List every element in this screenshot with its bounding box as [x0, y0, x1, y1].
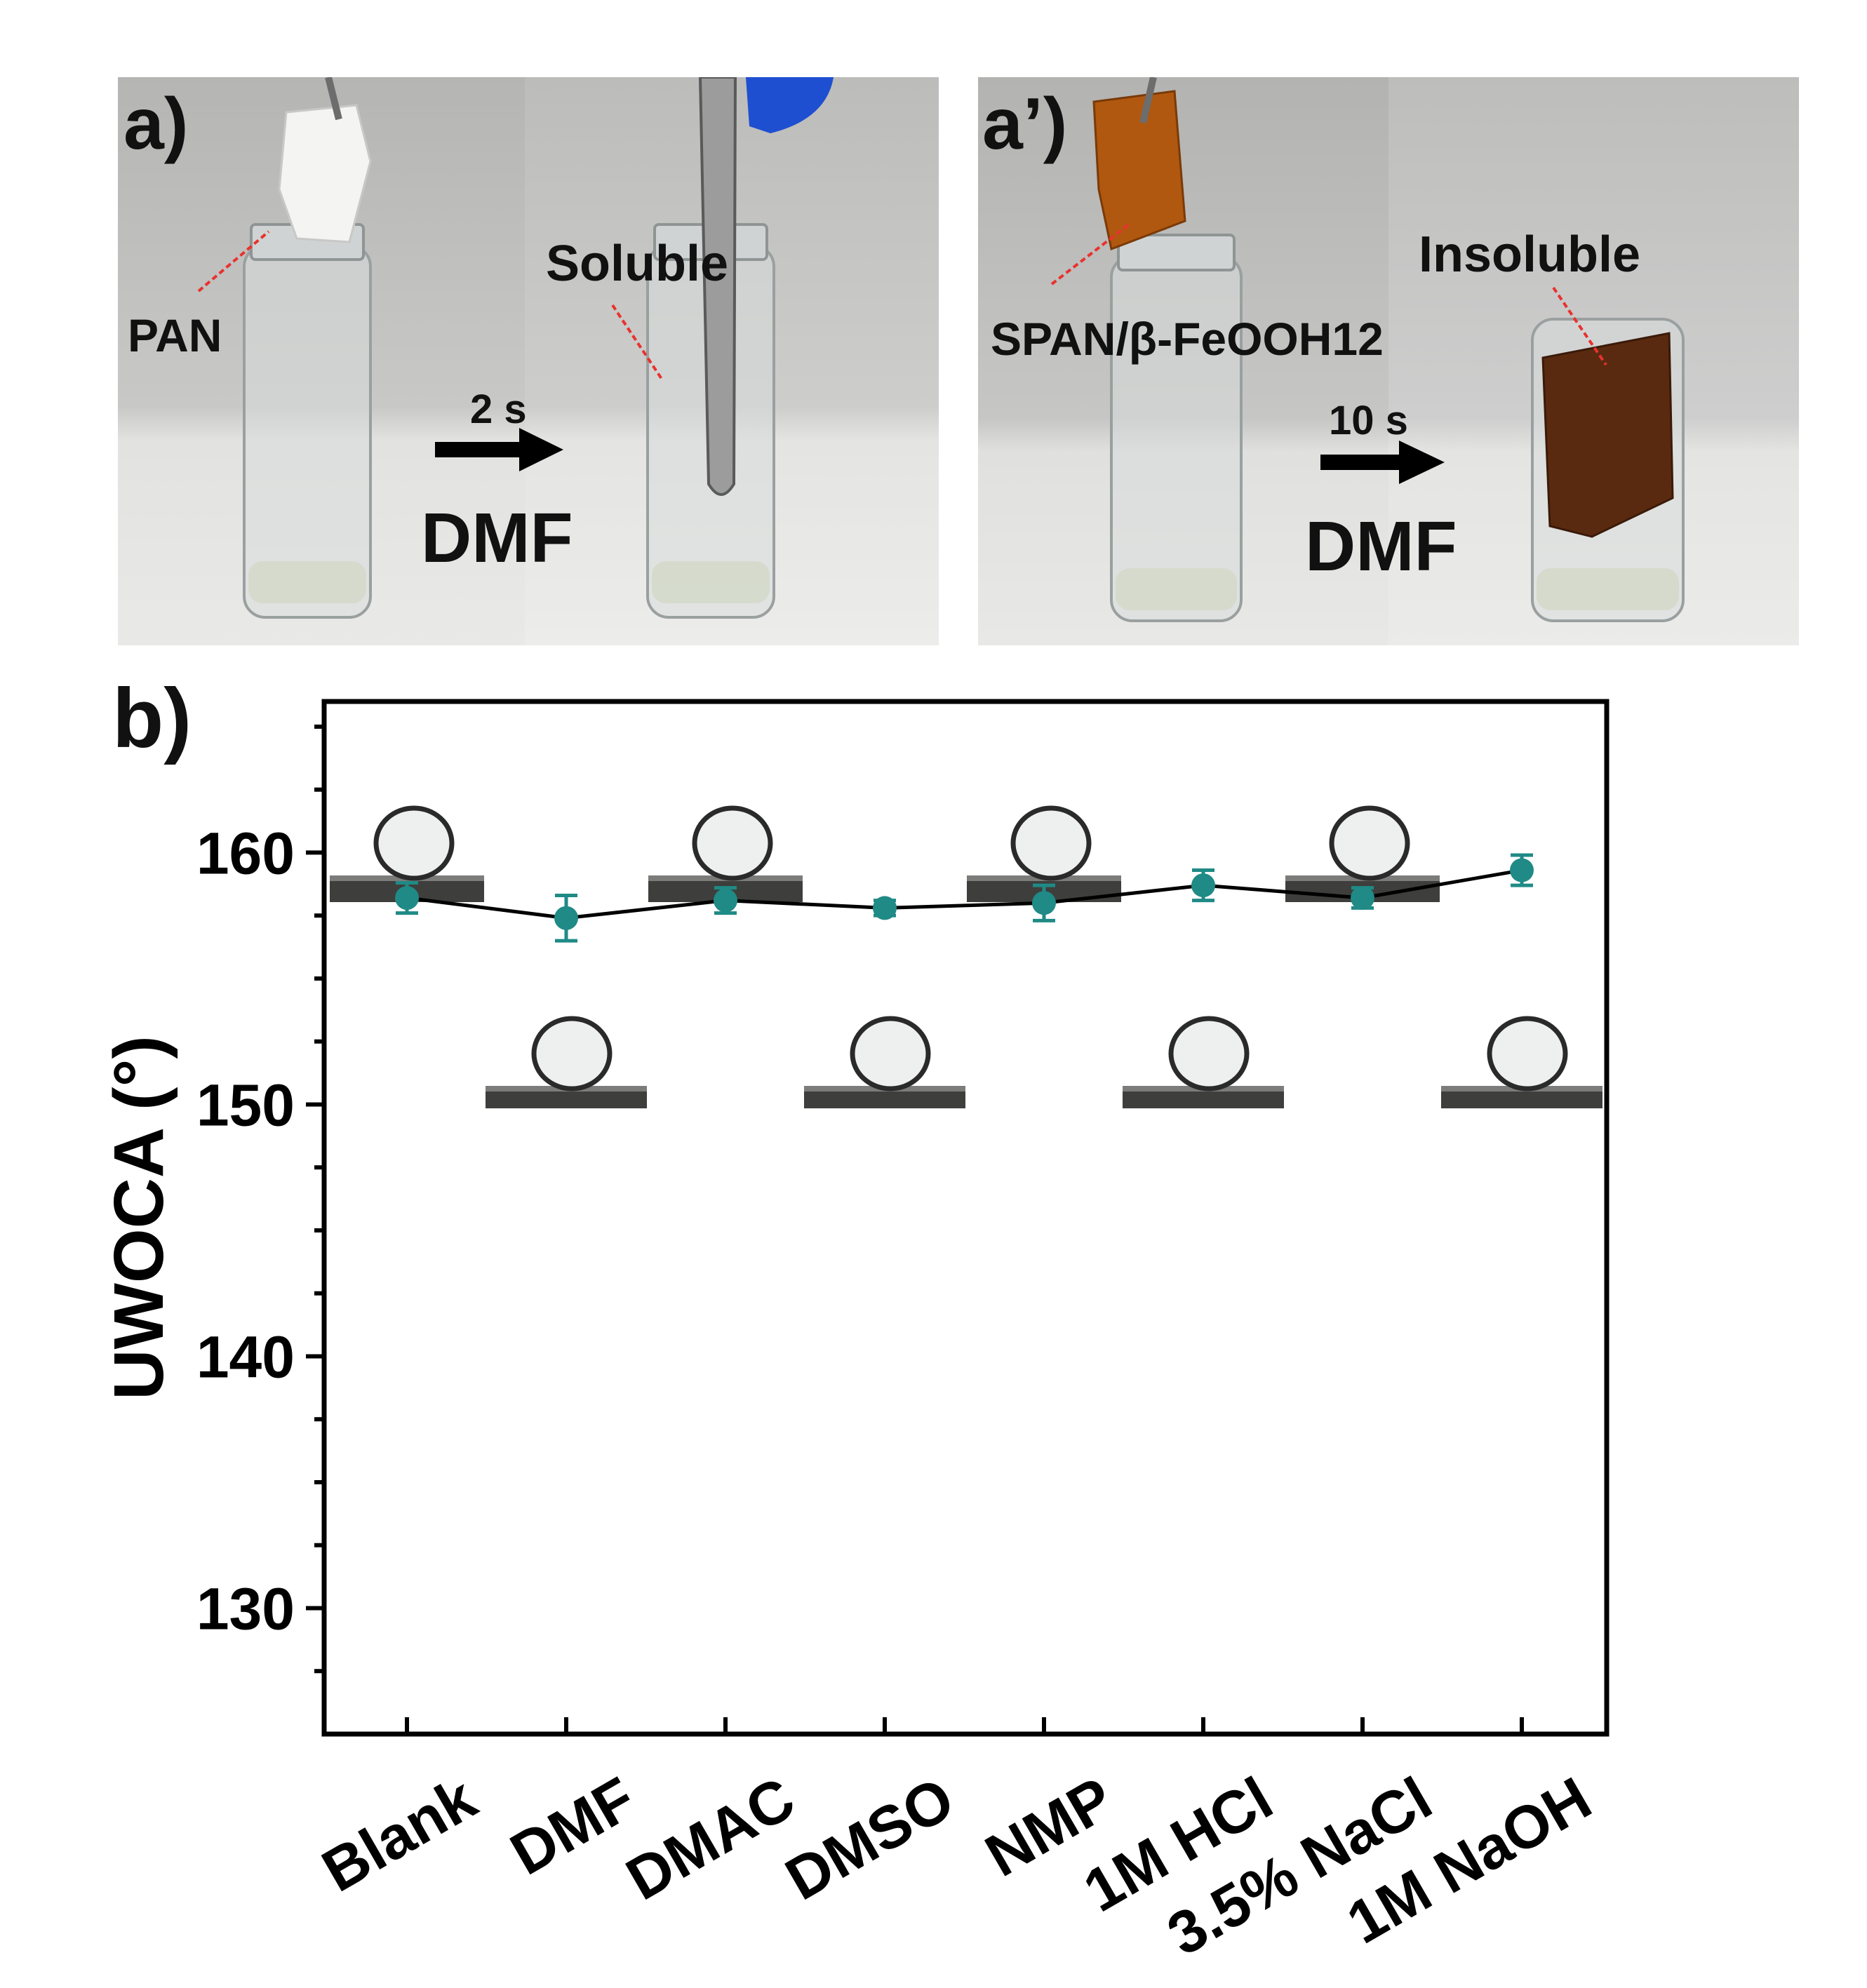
pan-membrane	[278, 104, 372, 243]
vial-right-a2	[1531, 318, 1685, 622]
plot-frame	[321, 699, 1610, 1737]
solvent-a: DMF	[421, 499, 573, 577]
droplet	[1487, 1016, 1568, 1092]
y-axis-label: UWOCA (°)	[100, 1035, 178, 1399]
data-point	[714, 888, 737, 913]
series-uwoca	[395, 853, 1534, 943]
droplet-inset	[648, 805, 803, 902]
soluble-tag: Soluble	[546, 236, 729, 292]
y-tick-label: 140	[196, 1324, 295, 1390]
tweezer-right	[698, 77, 737, 496]
data-point	[395, 886, 419, 911]
tweezer-left-a2	[1139, 77, 1157, 124]
droplet	[373, 805, 455, 881]
span-tag: SPAN/β-FeOOH12	[991, 313, 1384, 365]
series-line	[406, 868, 1523, 920]
insoluble-tag: Insoluble	[1419, 227, 1641, 283]
pan-tag: PAN	[128, 309, 222, 361]
droplet	[1329, 805, 1410, 881]
solvent-a2: DMF	[1305, 507, 1457, 586]
photo-a-drawing	[197, 77, 834, 619]
data-point	[1191, 873, 1215, 898]
soluble-arrow	[611, 304, 663, 380]
data-point	[554, 906, 578, 930]
y-tick-label: 160	[196, 820, 295, 886]
droplet	[1168, 1016, 1250, 1092]
photo-a2-drawing	[1050, 77, 1685, 622]
droplet-inset	[804, 1016, 965, 1108]
time-arrow-a	[435, 428, 563, 471]
insoluble-arrow	[1552, 286, 1607, 366]
time-a2: 10 s	[1329, 398, 1408, 443]
droplet	[531, 1016, 613, 1092]
span-membrane-in-dmf	[1541, 332, 1674, 538]
droplet	[850, 1016, 931, 1092]
time-arrow-a2	[1320, 441, 1445, 484]
x-tick-label: DMAC	[615, 1764, 805, 1913]
droplet-insets	[330, 805, 1602, 1108]
span-membrane	[1092, 90, 1186, 251]
droplet	[1010, 805, 1092, 881]
droplet-inset	[1441, 1016, 1602, 1108]
time-a: 2 s	[470, 387, 527, 432]
y-tick-label: 150	[196, 1072, 295, 1138]
photo-panel-a2: a’) SPAN/β-FeOOH12 Insoluble 10 s DMF	[978, 77, 1799, 645]
droplet-inset	[1123, 1016, 1284, 1108]
glove-icon	[746, 77, 834, 133]
data-point	[1032, 891, 1056, 915]
panel-b-label: b)	[112, 671, 192, 765]
vial-left-a2	[1110, 234, 1243, 622]
droplet-inset	[486, 1016, 647, 1108]
photo-panel-a: a) PAN Soluble 2 s DMF	[118, 77, 939, 645]
span-arrow	[1050, 223, 1130, 286]
droplet-inset	[330, 805, 484, 902]
data-point	[1510, 858, 1534, 882]
y-axis: 130 140 150 160	[196, 724, 324, 1674]
x-tick-label: DMSO	[775, 1764, 965, 1913]
data-point	[1351, 886, 1374, 911]
panel-a2-label: a’)	[982, 83, 1068, 165]
y-tick-label: 130	[196, 1576, 295, 1641]
tweezer-left	[325, 77, 342, 121]
x-tick-label: Blank	[312, 1764, 488, 1905]
data-point	[873, 896, 897, 920]
pan-arrow	[197, 230, 270, 293]
droplet	[692, 805, 773, 881]
panel-a-label: a)	[123, 83, 189, 165]
